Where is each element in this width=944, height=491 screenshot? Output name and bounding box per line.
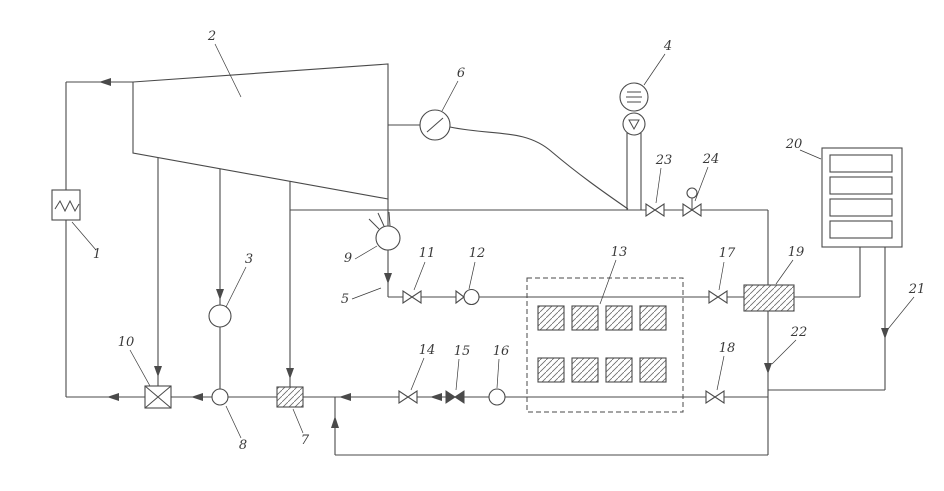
label-3: 3 <box>245 252 253 267</box>
tank-unit-7 <box>276 386 304 408</box>
valve-23 <box>645 202 665 218</box>
label-18: 18 <box>719 341 736 356</box>
label-22: 22 <box>790 325 808 340</box>
label-10: 10 <box>118 335 135 350</box>
label-17: 17 <box>719 246 736 261</box>
valve-17 <box>708 289 728 305</box>
label-7: 7 <box>301 433 310 448</box>
pump-8 <box>211 388 229 406</box>
label-5: 5 <box>341 292 349 307</box>
reference-numerals: 1 2 3 4 5 6 7 8 9 10 11 12 13 14 15 16 1… <box>93 29 925 453</box>
label-24: 24 <box>702 152 720 167</box>
label-11: 11 <box>419 246 436 261</box>
ejector-9 <box>368 211 401 251</box>
label-14: 14 <box>419 343 436 358</box>
label-6: 6 <box>457 66 465 81</box>
label-21: 21 <box>908 282 926 297</box>
label-12: 12 <box>469 246 486 261</box>
motor-generator-set-4 <box>619 82 649 136</box>
valve-18 <box>705 389 725 405</box>
label-4: 4 <box>663 39 672 54</box>
generator-6 <box>419 109 451 141</box>
storage-field-dashed-box <box>526 277 684 413</box>
label-leader-lines <box>71 43 915 439</box>
label-19: 19 <box>788 245 805 260</box>
heater-unit-1 <box>51 189 81 221</box>
label-1: 1 <box>93 247 101 262</box>
label-23: 23 <box>655 153 673 168</box>
label-20: 20 <box>785 137 803 152</box>
label-15: 15 <box>454 344 471 359</box>
flow-arrows <box>99 78 889 428</box>
check-valve-15 <box>445 390 465 404</box>
valve-11 <box>402 289 422 305</box>
label-16: 16 <box>493 344 510 359</box>
label-13: 13 <box>611 245 628 260</box>
label-9: 9 <box>344 251 352 266</box>
storage-module <box>537 305 667 383</box>
flow-meter-16 <box>488 388 506 406</box>
turbine <box>132 63 389 200</box>
radiator-20 <box>821 147 903 248</box>
storage-modules <box>537 305 667 383</box>
heat-exchanger-19 <box>743 284 795 312</box>
control-valve-24 <box>682 187 702 218</box>
label-2: 2 <box>207 29 216 44</box>
filter-unit-10 <box>144 385 172 409</box>
globe-valve-12 <box>455 288 480 306</box>
label-8: 8 <box>239 438 247 453</box>
pump-3 <box>208 304 232 328</box>
valve-14 <box>398 389 418 405</box>
